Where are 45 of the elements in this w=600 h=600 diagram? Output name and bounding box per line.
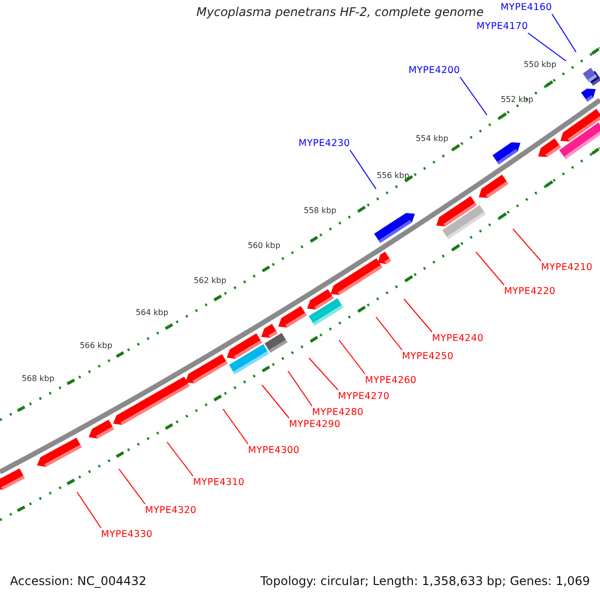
leader-line <box>552 14 576 52</box>
leader-line <box>512 228 542 262</box>
scale-label: 568 kbp <box>22 373 54 385</box>
leader-line <box>338 340 366 374</box>
gene-label: MYPE4280 <box>312 406 364 419</box>
leader-line <box>118 468 146 504</box>
scale-label: 554 kbp <box>416 133 448 145</box>
leader-line <box>308 358 338 390</box>
scale-label: 560 kbp <box>248 240 280 252</box>
scale-label: 556 kbp <box>376 170 410 182</box>
scale-label: 566 kbp <box>80 340 112 352</box>
scale-label: 558 kbp <box>304 205 336 217</box>
gene-label: MYPE4200 <box>408 64 460 77</box>
gene-label: MYPE4300 <box>248 444 300 457</box>
gene-label: MYPE4250 <box>402 350 454 363</box>
leader-line <box>166 442 194 476</box>
leader-line <box>404 298 432 332</box>
leader-line <box>476 252 504 286</box>
leader-line <box>262 384 290 418</box>
diagram-title: Mycoplasma penetrans HF-2, complete genome <box>196 6 484 19</box>
gene-label: MYPE4310 <box>193 476 245 489</box>
gene-label: MYPE4170 <box>476 20 528 33</box>
gene-label: MYPE4330 <box>101 528 153 541</box>
scale-label: 550 kbp <box>524 59 556 71</box>
scale-label: 562 kbp <box>194 275 226 287</box>
gene-label: MYPE4290 <box>289 418 341 431</box>
footer-text: Accession: NC_004432 <box>10 575 146 588</box>
leader-line <box>222 408 248 444</box>
leader-line <box>460 76 488 116</box>
footer-text: Topology: circular; Length: 1,358,633 bp; Genes: 1,069 <box>260 575 590 588</box>
leader-line <box>288 370 312 406</box>
gene-label: MYPE4210 <box>541 261 593 274</box>
scale-label: 552 kbp <box>500 94 534 106</box>
gene-label: MYPE4260 <box>365 374 417 387</box>
scale-label: 564 kbp <box>136 307 168 319</box>
leader-line <box>350 150 376 190</box>
gene-label: MYPE4320 <box>145 504 197 517</box>
gene-label: MYPE4270 <box>338 390 390 403</box>
gene-label: MYPE4220 <box>504 285 556 298</box>
gene-label: MYPE4230 <box>298 137 350 150</box>
gene-label: MYPE4160 <box>500 1 552 14</box>
leader-line <box>76 492 102 528</box>
gene-label: MYPE4240 <box>432 332 484 345</box>
leader-line <box>376 316 402 350</box>
leader-line <box>528 32 566 62</box>
